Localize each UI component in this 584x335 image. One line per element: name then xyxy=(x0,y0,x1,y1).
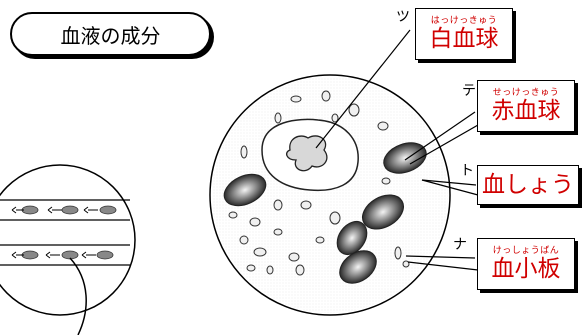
ruby-platelet: けっしょうばん xyxy=(492,246,560,256)
platelets xyxy=(228,90,410,276)
letter-na: ナ xyxy=(453,237,467,253)
label-plasma: 血しょう xyxy=(477,165,579,205)
text-white-blood-cell: 白血球 xyxy=(429,26,499,52)
ruby-red-blood-cell: せっけっきゅう xyxy=(492,88,560,98)
label-white-blood-cell: はっけっきゅう 白血球 xyxy=(415,8,513,60)
magnified-blood xyxy=(209,29,479,316)
ruby-white-blood-cell: はっけっきゅう xyxy=(430,16,498,26)
letter-te: テ xyxy=(462,83,476,99)
red-blood-cells xyxy=(223,142,427,284)
text-plasma: 血しょう xyxy=(482,172,574,198)
label-platelet: けっしょうばん 血小板 xyxy=(477,238,575,290)
letter-to: ト xyxy=(460,163,474,179)
letter-tsu: ツ xyxy=(396,9,410,25)
text-platelet: 血小板 xyxy=(491,256,561,282)
white-blood-cell xyxy=(261,118,359,192)
text-red-blood-cell: 赤血球 xyxy=(491,98,561,124)
leader-lines xyxy=(315,29,479,271)
vessel-magnifier xyxy=(0,164,136,335)
label-red-blood-cell: せっけっきゅう 赤血球 xyxy=(477,80,575,132)
page-title: 血液の成分 xyxy=(10,12,211,56)
